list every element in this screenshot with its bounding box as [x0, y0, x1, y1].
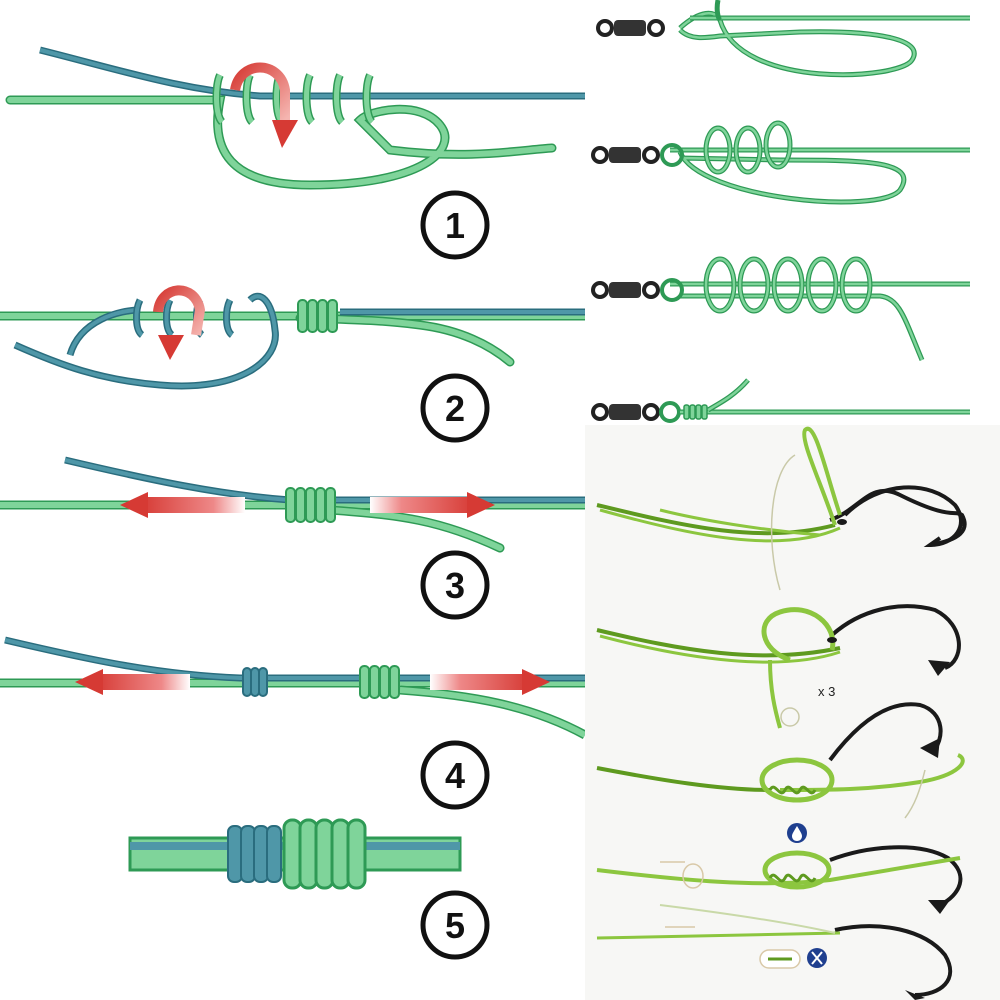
curl-arrow-icon — [230, 62, 290, 120]
swivel-row-3 — [591, 256, 970, 361]
hook-row-3 — [596, 702, 965, 819]
step-number-5: 5 — [445, 905, 465, 946]
step-number-3: 3 — [445, 565, 465, 606]
hook-row-1 — [596, 426, 967, 591]
swivel-knot-sequence — [591, 0, 970, 423]
swivel-row-1 — [596, 0, 970, 78]
hook-row-2: x 3 — [596, 604, 961, 729]
pull-right-arrow-icon — [370, 497, 475, 513]
hook-row-4 — [596, 845, 963, 914]
swivel-barrel-icon — [614, 20, 646, 36]
step-badge-2 — [420, 373, 490, 443]
step-4-illustration — [0, 636, 588, 739]
curl-arrow-icon — [153, 285, 206, 336]
hook-knot-sequence: x 3 — [596, 426, 967, 1000]
step-number-1: 1 — [445, 205, 465, 246]
turns-count-label: x 3 — [818, 684, 835, 699]
hook-row-5 — [596, 904, 953, 1000]
swivel-row-2 — [591, 120, 970, 205]
step-5-illustration — [128, 818, 462, 890]
step-number-2: 2 — [445, 388, 465, 429]
step-badge-4 — [420, 740, 490, 810]
step-number-4: 4 — [445, 755, 465, 796]
pull-right-arrow-icon — [430, 674, 530, 690]
swivel-ring-icon — [596, 19, 614, 37]
step-3-illustration — [0, 456, 585, 553]
step-badge-3 — [420, 550, 490, 620]
step-badge-1 — [420, 190, 490, 260]
pull-left-arrow-icon — [95, 674, 190, 690]
step-badge-5 — [420, 890, 490, 960]
pull-left-arrow-icon — [140, 497, 245, 513]
swivel-row-4 — [591, 378, 970, 423]
step-2-illustration — [0, 285, 585, 390]
step-1-illustration — [5, 46, 585, 190]
